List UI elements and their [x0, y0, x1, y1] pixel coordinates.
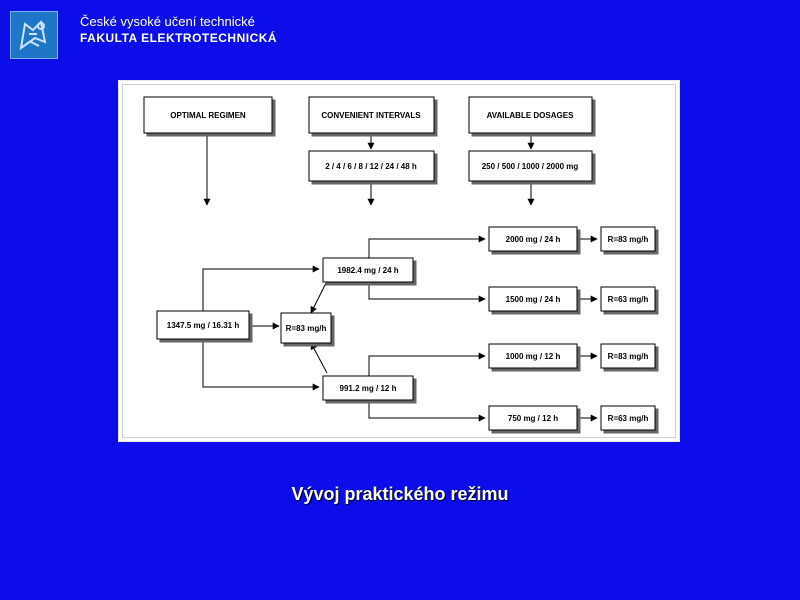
available-dosages-box: [468, 96, 593, 134]
ratio-center-box: [280, 312, 332, 344]
diagram-panel: OPTIMAL REGIMEN CONVENIENT INTERVALS AVA…: [118, 80, 680, 442]
intervals-values-label: 2 / 4 / 6 / 8 / 12 / 24 / 48 h: [325, 162, 417, 171]
result-ratio-2: R=63 mg/h: [608, 295, 649, 304]
university-name: České vysoké učení technické: [80, 14, 255, 29]
optimal-regimen-label: OPTIMAL REGIMEN: [170, 111, 246, 120]
faculty-name: FAKULTA ELEKTROTECHNICKÁ: [80, 31, 278, 45]
convenient-intervals-label: CONVENIENT INTERVALS: [321, 111, 421, 120]
result-dose-2: 1500 mg / 24 h: [506, 295, 561, 304]
dosages-values-box: [468, 150, 593, 182]
ratio-center-label: R=83 mg/h: [286, 324, 327, 333]
result-dose-3: 1000 mg / 12 h: [506, 352, 561, 361]
result-ratio-3: R=83 mg/h: [608, 352, 649, 361]
optimal-regimen-box: [143, 96, 273, 134]
university-logo: [10, 11, 58, 59]
option-12h-label: 991.2 mg / 12 h: [340, 384, 397, 393]
convenient-intervals-box: [308, 96, 435, 134]
dosages-values-label: 250 / 500 / 1000 / 2000 mg: [482, 162, 579, 171]
result-dose-4: 750 mg / 12 h: [508, 414, 558, 423]
option-24h-label: 1982.4 mg / 24 h: [337, 266, 398, 275]
result-box-1: [488, 226, 578, 252]
intervals-values-box: [308, 150, 435, 182]
ratio-box-2: [600, 286, 656, 312]
ratio-box-1: [600, 226, 656, 252]
result-ratio-4: R=63 mg/h: [608, 414, 649, 423]
dosage-flowchart: OPTIMAL REGIMEN CONVENIENT INTERVALS AVA…: [143, 96, 656, 431]
result-box-4: [488, 405, 578, 431]
result-box-2: [488, 286, 578, 312]
regimen-main-label: 1347.5 mg / 16.31 h: [167, 321, 240, 330]
available-dosages-label: AVAILABLE DOSAGES: [487, 111, 574, 120]
logo-emblem-icon: [19, 19, 47, 51]
option-12h-box: [322, 375, 414, 401]
result-dose-1: 2000 mg / 24 h: [506, 235, 561, 244]
regimen-main-box: [156, 310, 250, 340]
ratio-box-4: [600, 405, 656, 431]
option-24h-box: [322, 257, 414, 283]
result-box-3: [488, 343, 578, 369]
diagram-frame: [122, 84, 676, 438]
slide-caption: Vývoj praktického režimu: [291, 484, 509, 504]
result-ratio-1: R=83 mg/h: [608, 235, 649, 244]
ratio-box-3: [600, 343, 656, 369]
